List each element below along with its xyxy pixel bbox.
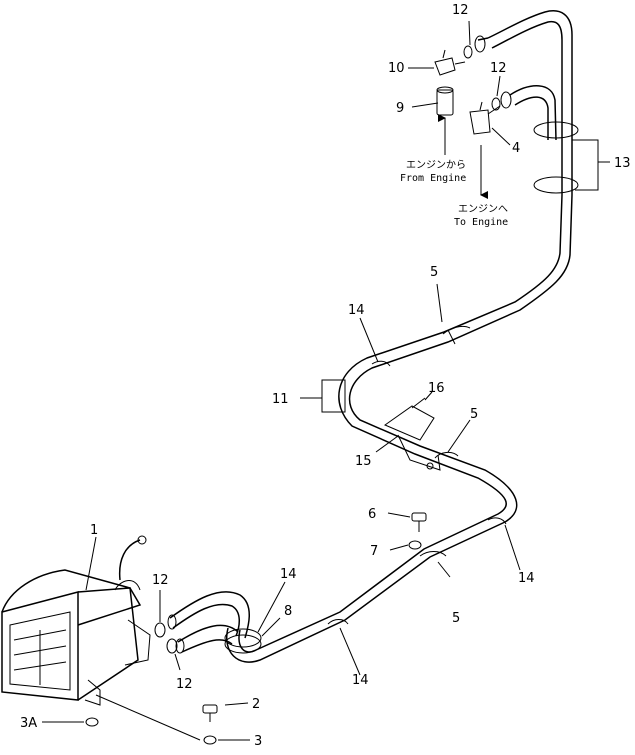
callout-7: 7	[370, 544, 378, 559]
washer-3a	[85, 717, 99, 727]
callout-12-low-a: 12	[152, 573, 169, 588]
note-to-engine-jp: エンジンへ	[458, 204, 508, 215]
heater-unit	[1, 535, 151, 706]
note-from-engine-jp: エンジンから	[406, 159, 466, 171]
callout-16: 16	[428, 381, 445, 396]
callout-5-mid: 5	[470, 407, 478, 422]
engine-notes: エンジンから From Engine エンジンへ To Engine	[400, 159, 508, 228]
callout-3: 3	[254, 734, 262, 749]
washer-3	[203, 735, 217, 745]
callout-3a: 3A	[20, 716, 37, 731]
upper-hose-segment	[474, 35, 557, 141]
callout-10: 10	[388, 61, 405, 76]
pipe-bands	[327, 325, 507, 625]
callout-12-top-a: 12	[452, 3, 469, 18]
hose-bracket-15-16	[383, 397, 441, 471]
leader-lines	[42, 20, 521, 741]
bolt-6	[411, 512, 427, 532]
callout-6: 6	[368, 507, 376, 522]
lower-left-hoses	[167, 591, 250, 654]
callout-14-top: 14	[348, 303, 365, 318]
callout-4: 4	[512, 141, 520, 156]
callout-12-low-b: 12	[176, 677, 193, 692]
callout-14-right: 14	[518, 571, 535, 586]
callout-14-left: 14	[280, 567, 297, 582]
note-to-engine-en: To Engine	[454, 217, 508, 228]
callout-2: 2	[252, 697, 260, 712]
callout-13: 13	[614, 156, 631, 171]
fitting-9	[436, 86, 454, 116]
callout-5-low: 5	[452, 611, 460, 626]
flow-arrows	[438, 114, 488, 199]
callout-14-bottom: 14	[352, 673, 369, 688]
washer-7	[408, 540, 422, 550]
bracket-11	[300, 379, 346, 413]
o-rings-12	[154, 45, 501, 654]
bolt-2	[202, 704, 218, 722]
clamp-group-13	[533, 121, 610, 194]
callout-12-top-b: 12	[490, 61, 507, 76]
callout-9: 9	[396, 101, 404, 116]
callout-11: 11	[272, 392, 289, 407]
valve-10	[434, 49, 466, 76]
callout-labels: 1 2 3 3A 4 5 5 5 6 7 8 9 10 11 12 12 12 …	[20, 3, 631, 749]
note-from-engine-en: From Engine	[400, 173, 466, 184]
main-hose	[226, 10, 573, 663]
valve-4	[469, 101, 501, 135]
clamp-8	[224, 628, 262, 654]
callout-15: 15	[355, 454, 372, 469]
callout-5-top: 5	[430, 265, 438, 280]
callout-1: 1	[90, 523, 98, 538]
callout-8: 8	[284, 604, 292, 619]
